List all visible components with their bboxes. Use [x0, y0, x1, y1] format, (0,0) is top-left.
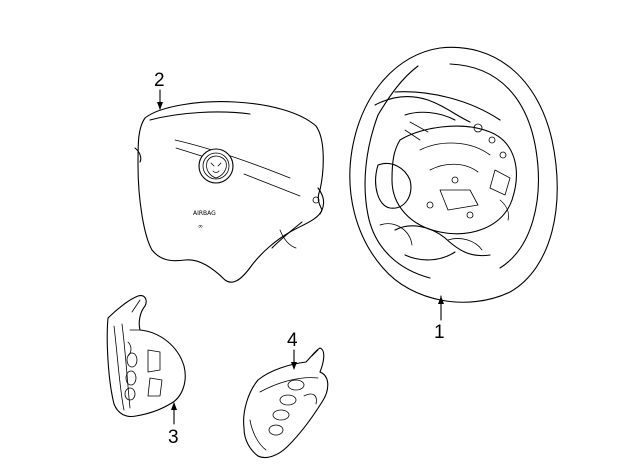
jaguar-emblem-logo: [198, 148, 234, 184]
left-switch[interactable]: [106, 295, 186, 418]
callout-2: 2: [154, 70, 165, 110]
callout-label-1: 1: [434, 322, 445, 343]
airbag-emboss-symbol: ∞: [198, 223, 203, 230]
airbag-emboss-text: AIRBAG: [193, 210, 216, 217]
callout-3: 3: [168, 402, 179, 448]
airbag-module[interactable]: AIRBAG ∞: [134, 101, 325, 283]
callout-1: 1: [434, 295, 445, 343]
callout-label-3: 3: [168, 427, 179, 448]
callout-4: 4: [287, 330, 298, 370]
callout-label-2: 2: [154, 70, 165, 91]
steering-wheel[interactable]: [349, 46, 558, 303]
right-switch[interactable]: [243, 347, 329, 459]
callout-label-4: 4: [287, 330, 298, 351]
